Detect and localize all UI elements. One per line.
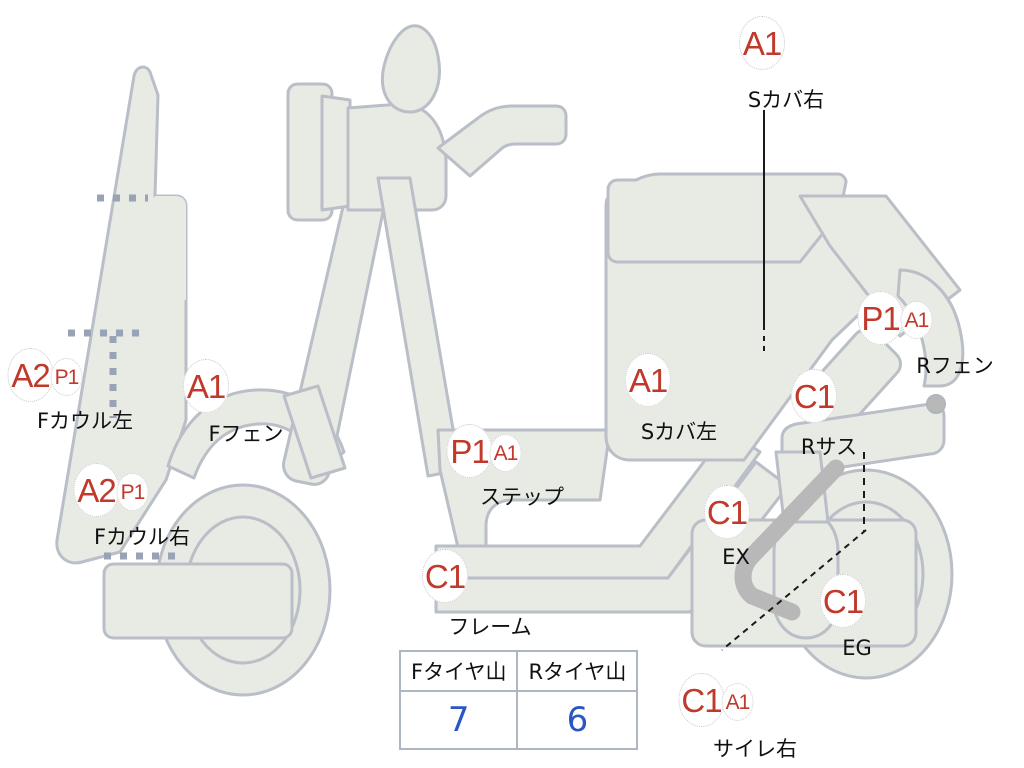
- engine-mount-shape: [774, 450, 830, 524]
- handlebar-shape: [436, 104, 568, 178]
- marker-secondary-code-silencer-right[interactable]: A1: [721, 683, 754, 721]
- marker-primary-code-front-cowl-left[interactable]: A2: [7, 348, 54, 402]
- part-label-front-fender: Fフェン: [208, 422, 284, 446]
- tyre-depth-table: Fタイヤ山 Rタイヤ山 7 6: [398, 650, 639, 750]
- marker-secondary-code-step[interactable]: A1: [489, 434, 522, 472]
- leader-line-exhaust: [721, 529, 867, 651]
- part-label-step: ステップ: [480, 485, 564, 509]
- marker-primary-code-engine[interactable]: C1: [820, 574, 866, 628]
- tyre-table-value-rear[interactable]: 6: [516, 690, 639, 750]
- tyre-table-header-row: Fタイヤ山 Rタイヤ山: [398, 650, 639, 692]
- tyre-table-header-front: Fタイヤ山: [398, 650, 519, 692]
- exhaust-pipe-shape: [734, 459, 845, 621]
- part-label-engine: EG: [842, 636, 872, 660]
- marker-rear-suspension[interactable]: C1: [791, 369, 837, 423]
- part-label-front-cowl-left: Fカウル左: [36, 409, 134, 433]
- part-label-front-cowl-right: Fカウル右: [93, 525, 191, 549]
- tyre-table-value-row: 7 6: [398, 690, 639, 750]
- scooter-body-group: [55, 24, 965, 697]
- marker-primary-code-rear-suspension[interactable]: C1: [791, 369, 837, 423]
- marker-s-cover-right[interactable]: A1: [739, 16, 785, 70]
- part-label-silencer-right: サイレ右: [713, 737, 797, 761]
- marker-primary-code-frame[interactable]: C1: [422, 549, 468, 603]
- marker-exhaust[interactable]: C1: [704, 485, 750, 539]
- marker-primary-code-front-cowl-right[interactable]: A2: [73, 463, 120, 517]
- marker-front-fender[interactable]: A1: [183, 359, 229, 413]
- marker-frame[interactable]: C1: [422, 549, 468, 603]
- part-label-rear-suspension: Rサス: [800, 435, 858, 459]
- front-cowl-upper-shape: [120, 196, 186, 300]
- part-label-exhaust: EX: [722, 545, 750, 569]
- marker-primary-code-silencer-right[interactable]: C1: [678, 673, 725, 727]
- exhaust-pipe-group: [734, 459, 845, 621]
- leader-lines-group: [721, 110, 867, 651]
- tyre-table-header-rear: Rタイヤ山: [516, 650, 639, 692]
- part-label-s-cover-right: Sカバ右: [747, 88, 825, 112]
- dotted-guides-group: [68, 194, 180, 560]
- front-lower-box: [102, 562, 294, 640]
- part-label-frame: フレーム: [448, 615, 532, 639]
- marker-secondary-code-rear-fender[interactable]: A1: [900, 301, 933, 339]
- marker-primary-code-front-fender[interactable]: A1: [183, 359, 229, 413]
- front-fork-link: [282, 384, 347, 480]
- seat-shape: [606, 172, 848, 264]
- marker-s-cover-left[interactable]: A1: [625, 353, 671, 407]
- marker-secondary-code-front-cowl-right[interactable]: P1: [116, 473, 149, 511]
- marker-engine[interactable]: C1: [820, 574, 866, 628]
- shock-mount-dot: [926, 394, 946, 414]
- mirror-shape: [381, 24, 441, 114]
- marker-primary-code-s-cover-right[interactable]: A1: [739, 16, 785, 70]
- marker-primary-code-step[interactable]: P1: [446, 424, 493, 478]
- tyre-table-value-front[interactable]: 7: [398, 690, 519, 750]
- marker-primary-code-rear-fender[interactable]: P1: [857, 291, 904, 345]
- part-label-s-cover-left: Sカバ左: [640, 420, 718, 444]
- marker-primary-code-exhaust[interactable]: C1: [704, 485, 750, 539]
- marker-secondary-code-front-cowl-left[interactable]: P1: [50, 358, 83, 396]
- part-label-rear-fender: Rフェン: [916, 354, 994, 378]
- marker-primary-code-s-cover-left[interactable]: A1: [625, 353, 671, 407]
- headlight-ring-shape: [320, 94, 352, 212]
